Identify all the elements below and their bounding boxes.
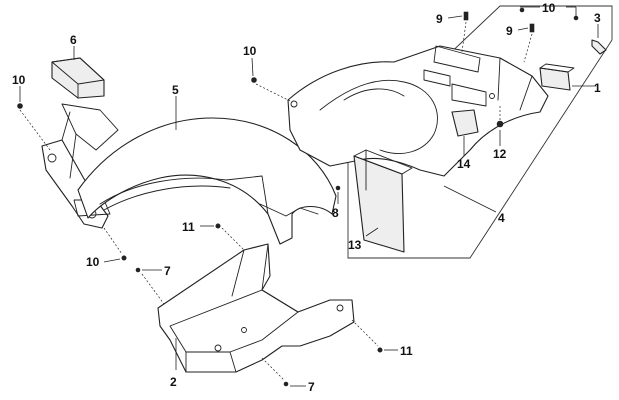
- part-4-inner-fender: [287, 45, 549, 177]
- callout-10-lower: 10: [86, 255, 100, 269]
- callout-11-upper: 11: [182, 220, 195, 234]
- leader-lines: [19, 6, 599, 387]
- callout-8: 8: [332, 206, 339, 220]
- bolt-10-top-a: [519, 7, 525, 13]
- bolt-10-upper: [251, 77, 257, 83]
- bolt-10-lower: [121, 255, 127, 261]
- screw-7-lower: [283, 381, 289, 387]
- callout-7-lower: 7: [308, 380, 315, 394]
- nut-12: [496, 120, 504, 128]
- callout-10-top: 10: [542, 1, 556, 15]
- bolt-10-left: [17, 103, 23, 109]
- callout-10-left: 10: [12, 73, 26, 87]
- part-6-pad: [51, 57, 105, 99]
- callout-9-left: 9: [436, 12, 443, 26]
- callout-13: 13: [348, 238, 362, 252]
- part-13-mud-flap: [353, 149, 413, 253]
- grommet-8: [335, 185, 341, 191]
- part-1-reflector: [539, 63, 575, 91]
- callout-14: 14: [457, 157, 471, 171]
- callout-4: 4: [498, 211, 505, 225]
- callout-12: 12: [493, 147, 507, 161]
- callout-3: 3: [594, 11, 601, 25]
- part-14-plate: [451, 109, 479, 137]
- callout-9-right: 9: [506, 24, 513, 38]
- screw-11-upper: [215, 223, 221, 229]
- part-5-rear-fender: [77, 117, 337, 245]
- screw-9-right: [529, 23, 535, 33]
- callout-labels: 1 2 3 4 5 6 7 7 8 9 9 10 10 10 10 11 11 …: [12, 1, 601, 394]
- callout-10-mid: 10: [243, 44, 257, 58]
- part-3-clip: [591, 39, 607, 55]
- bolt-10-top-b: [573, 15, 579, 21]
- callout-7-upper: 7: [164, 264, 171, 278]
- callout-1: 1: [594, 81, 601, 95]
- callout-2: 2: [170, 375, 177, 389]
- screw-7-upper: [135, 267, 141, 273]
- callout-11-lower: 11: [400, 344, 413, 358]
- screw-11-lower: [377, 347, 383, 353]
- callout-6: 6: [70, 33, 77, 47]
- part-2-lower-guard: [157, 243, 355, 373]
- screw-9-left: [463, 11, 469, 21]
- callout-5: 5: [172, 83, 179, 97]
- fasteners: [17, 7, 579, 387]
